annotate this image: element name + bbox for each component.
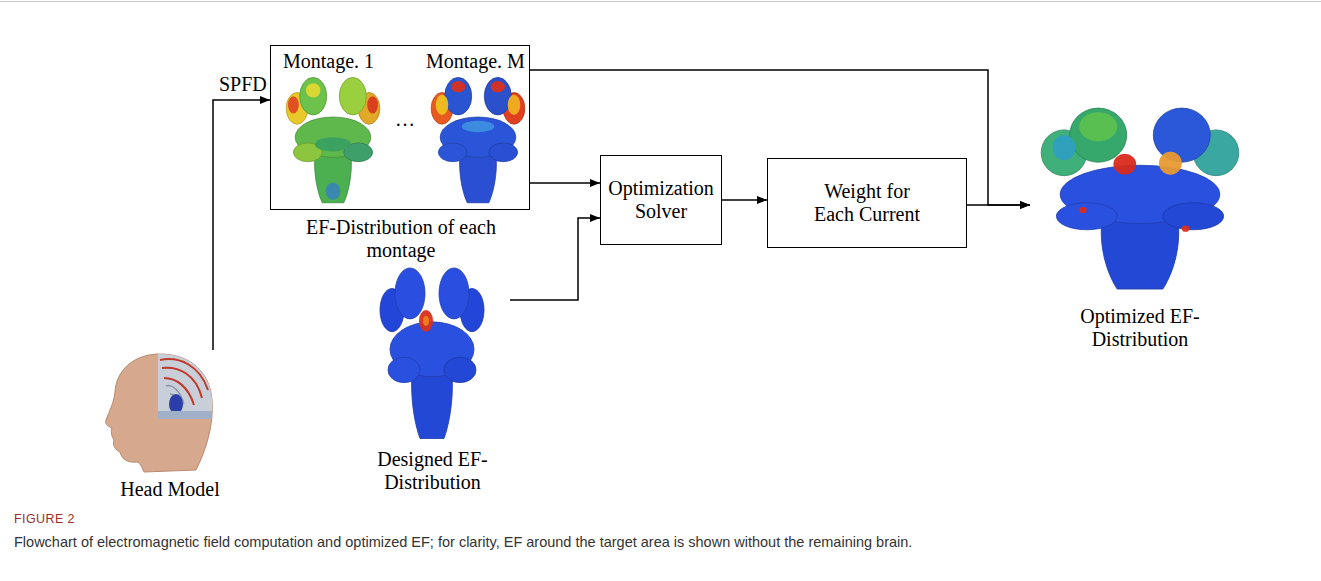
process-box: Weight for Each Current [767, 158, 967, 248]
montage-m-field [431, 77, 525, 202]
montage-group-box: Montage. 1…Montage. MEF-Distribution of … [270, 45, 530, 210]
field-spot [315, 137, 351, 151]
field-spot [491, 81, 505, 93]
head-cutaway [158, 350, 218, 412]
field-spot [436, 95, 449, 115]
flow-arrow [530, 182, 600, 184]
group-heading: EF-Distribution of each montage [291, 216, 511, 262]
optimized-field [1041, 108, 1239, 289]
brain-part [339, 77, 366, 114]
edge-label: SPFD [219, 73, 267, 96]
brain-part [388, 357, 420, 382]
brain-part [460, 154, 497, 203]
cortex-contour [160, 359, 208, 405]
brain-part [484, 77, 511, 114]
field-spot [508, 95, 521, 115]
field-spot [1159, 152, 1182, 175]
field-spot [326, 183, 340, 200]
node-label: Head Model [95, 478, 245, 501]
process-box: Optimization Solver [600, 155, 722, 245]
field-spot [367, 96, 378, 113]
node-label: Montage. M [426, 50, 528, 73]
node-label: Montage. 1 [283, 50, 393, 73]
head-model-illustration [106, 350, 218, 472]
box-label: Optimization Solver [601, 177, 721, 223]
designed-field-node: Designed EF-Distribution [355, 262, 510, 498]
optimized-field-node: Optimized EF-Distribution [1030, 100, 1250, 355]
designed-field [380, 268, 484, 439]
brain-part [444, 357, 476, 382]
brain-part [439, 268, 469, 319]
brain-part [445, 77, 472, 114]
field-spot [1079, 207, 1087, 213]
field-spot [1113, 154, 1136, 175]
field-spot [306, 83, 320, 97]
frame-line [0, 1, 1321, 2]
field-spot [451, 81, 465, 93]
cut-plane [158, 411, 218, 419]
box-label: Weight for Each Current [805, 180, 930, 226]
field-spot [462, 121, 494, 133]
field-spot [1182, 226, 1190, 232]
brain-part [1056, 203, 1117, 230]
brain-part [489, 143, 518, 162]
brain-part [300, 77, 327, 114]
brain-part [412, 372, 453, 439]
brain-part [1153, 108, 1210, 162]
flow-arrow [722, 199, 767, 201]
brain-part [315, 154, 352, 203]
figure-number: FIGURE 2 [14, 512, 75, 526]
field-spot [1053, 135, 1076, 160]
head-model-node: Head Model [95, 350, 245, 502]
brain-part [395, 268, 425, 319]
field-spot [288, 96, 299, 113]
brain-part [438, 143, 467, 162]
figure-caption: Flowchart of electromagnetic field compu… [14, 533, 1309, 551]
node-label: Designed EF-Distribution [355, 448, 510, 494]
node-label: Optimized EF-Distribution [1060, 305, 1220, 351]
field-spot [423, 316, 429, 326]
montage-1-field [286, 77, 380, 202]
node-label: … [393, 108, 417, 131]
flow-arrow [213, 100, 270, 350]
brain-part [1101, 218, 1179, 289]
brain-part [1163, 203, 1224, 230]
field-spot [1079, 112, 1117, 141]
field-spot [419, 310, 433, 332]
flow-arrow [510, 218, 600, 300]
brain-part [1070, 108, 1127, 162]
